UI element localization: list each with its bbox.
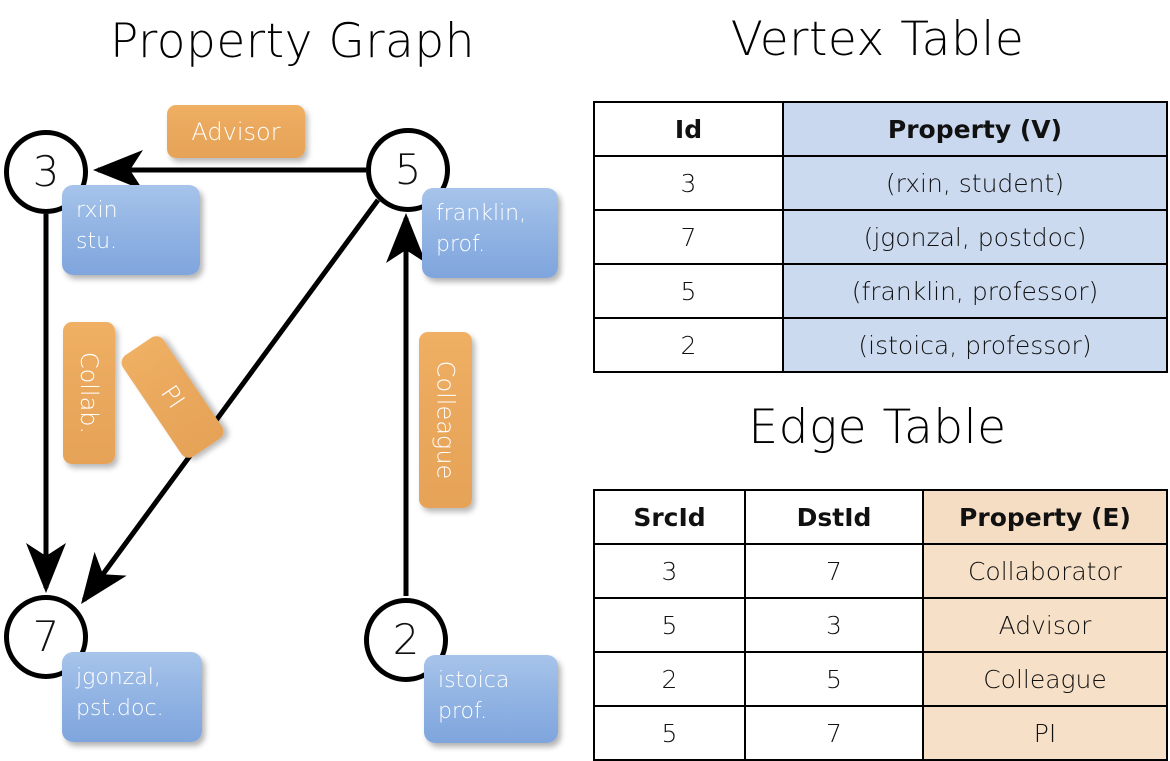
edge-table-header-srcid: SrcId <box>593 489 746 545</box>
edge-table-header-property: Property (E) <box>922 489 1168 545</box>
edge-label-advisor-text: Advisor <box>191 117 281 146</box>
graph-node-7-label: 7 <box>32 612 60 661</box>
edge-label-colleague: Colleague <box>419 332 472 508</box>
vertex-property-box-jgonzal-line2: pst.doc. <box>76 696 164 722</box>
table-row[interactable]: 5 7 PI <box>593 705 1168 761</box>
table-row[interactable]: 2 5 Colleague <box>593 651 1168 707</box>
vertex-property-box-franklin-line2: prof. <box>436 232 486 258</box>
vertex-table-cell-property: (jgonzal, postdoc) <box>782 209 1168 265</box>
edge-label-colleague-text: Colleague <box>431 360 460 480</box>
vertex-property-box-istoica-line1: istoica <box>438 668 510 693</box>
edge-table-cell-property: Colleague <box>922 651 1168 707</box>
edge-table-cell-property: PI <box>922 705 1168 761</box>
edge-label-advisor: Advisor <box>167 105 305 158</box>
graph-node-2[interactable]: 2 <box>364 598 448 682</box>
vertex-table-header-row: Id Property (V) <box>593 101 1168 157</box>
vertex-table-cell-id: 3 <box>593 155 784 211</box>
vertex-table-cell-property: (istoica, professor) <box>782 317 1168 373</box>
table-row[interactable]: 7 (jgonzal, postdoc) <box>593 209 1168 265</box>
edge-table-cell-srcid: 2 <box>593 651 746 707</box>
table-row[interactable]: 3 (rxin, student) <box>593 155 1168 211</box>
vertex-property-box-jgonzal-line1: jgonzal, <box>76 665 161 690</box>
edge-label-pi-text: PI <box>154 380 191 414</box>
vertex-table-cell-property: (franklin, professor) <box>782 263 1168 319</box>
edge-table-cell-dstid: 7 <box>744 705 924 761</box>
vertex-table-header-id: Id <box>593 101 784 157</box>
vertex-property-box-istoica-line2: prof. <box>438 699 488 725</box>
edge-table-header-row: SrcId DstId Property (E) <box>593 489 1168 545</box>
graph-node-2-label: 2 <box>392 615 420 664</box>
edge-table-header-dstid: DstId <box>744 489 924 545</box>
vertex-table-cell-id: 7 <box>593 209 784 265</box>
edge-table-cell-dstid: 7 <box>744 543 924 599</box>
table-row[interactable]: 5 (franklin, professor) <box>593 263 1168 319</box>
edge-table-cell-srcid: 3 <box>593 543 746 599</box>
edge-table-cell-property: Advisor <box>922 597 1168 653</box>
edge-label-collab-text: Collab. <box>75 351 104 435</box>
vertex-table-cell-id: 5 <box>593 263 784 319</box>
graph-node-5-label: 5 <box>394 145 422 194</box>
graph-node-5[interactable]: 5 <box>366 128 450 212</box>
vertex-property-box-rxin-line2: stu. <box>76 229 118 255</box>
vertex-property-box-jgonzal: jgonzal, pst.doc. <box>62 652 202 742</box>
graph-node-3-label: 3 <box>32 147 60 196</box>
vertex-property-box-franklin: franklin, prof. <box>422 188 558 278</box>
edge-label-collab: Collab. <box>63 322 115 464</box>
table-row[interactable]: 2 (istoica, professor) <box>593 317 1168 373</box>
vertex-table-cell-property: (rxin, student) <box>782 155 1168 211</box>
page-title-edge-table: Edge Table <box>748 400 1007 455</box>
vertex-table-header-property: Property (V) <box>782 101 1168 157</box>
vertex-table-cell-id: 2 <box>593 317 784 373</box>
edge-table-cell-dstid: 5 <box>744 651 924 707</box>
property-graph-diagram: 3 5 7 2 rxin stu. franklin, prof. jgonza… <box>0 0 585 760</box>
vertex-property-box-franklin-line1: franklin, <box>436 201 527 226</box>
table-row[interactable]: 3 7 Collaborator <box>593 543 1168 599</box>
edge-table-cell-property: Collaborator <box>922 543 1168 599</box>
edge-table-cell-srcid: 5 <box>593 705 746 761</box>
edge-table-cell-dstid: 3 <box>744 597 924 653</box>
graph-edges-svg <box>26 150 426 605</box>
page-title-property-graph: Property Graph <box>110 14 475 69</box>
vertex-property-box-istoica: istoica prof. <box>424 655 558 743</box>
edge-table-cell-srcid: 5 <box>593 597 746 653</box>
vertex-property-box-rxin: rxin stu. <box>62 185 200 275</box>
edge-arrow-pi <box>81 198 381 605</box>
edge-table: SrcId DstId Property (E) 3 7 Collaborato… <box>593 489 1168 761</box>
vertex-table: Id Property (V) 3 (rxin, student) 7 (jgo… <box>593 101 1168 373</box>
vertex-property-box-rxin-line1: rxin <box>76 198 118 223</box>
page-title-vertex-table: Vertex Table <box>730 12 1025 67</box>
table-row[interactable]: 5 3 Advisor <box>593 597 1168 653</box>
